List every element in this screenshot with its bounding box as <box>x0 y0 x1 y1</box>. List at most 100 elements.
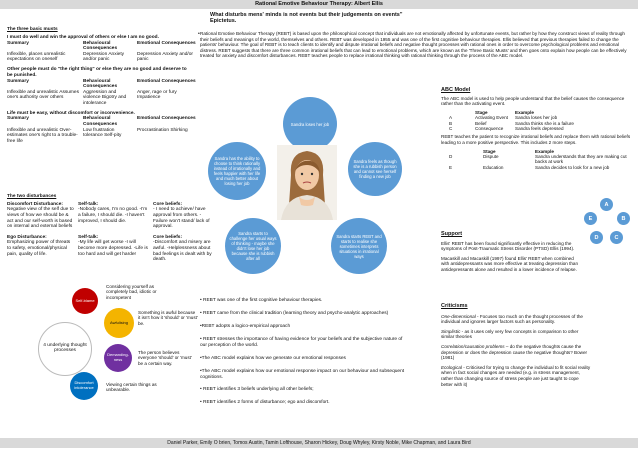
abc-col-stage: Stage <box>475 109 488 115</box>
abc-row-a-letter: A <box>449 115 453 121</box>
must-3-title: Life must be easy, without discomfort or… <box>7 110 135 116</box>
point-3: •REBT adopts a logico-empirical approach <box>200 324 291 329</box>
authors-footer: Daniel Parker, Emily O brien, Tomos Aust… <box>0 438 638 448</box>
de-row-e-example: Sandra decides to look for a new job <box>535 164 610 170</box>
three-musts-heading: The three basic musts <box>7 27 58 32</box>
cycle-node-starts-rebt: Sandra starts REBT and starts to realise… <box>331 218 387 274</box>
two-disturbances-section: The two disturbances Discomfort Disturba… <box>7 194 212 263</box>
point-4: • REBT stresses the importance of having… <box>200 337 403 348</box>
ego-text: Emphasizing power of threats to safety, … <box>7 240 71 257</box>
ego-selftalk: -My life will get worse -I will become m… <box>78 240 148 257</box>
must-2-summary: Inflexible and unrealistic Assumes one's… <box>7 89 79 101</box>
de-row-d-example: Sandra understands that they are making … <box>535 154 627 165</box>
de-table: Stage Example D Dispute Sandra understan… <box>449 149 631 171</box>
abc-heading: ABC Model <box>441 87 471 93</box>
must-2-behavioural: Aggression and violence Bigotry and into… <box>83 89 127 106</box>
crit-2-text: - as it uses only very few concepts in c… <box>441 328 579 340</box>
circle-d: D <box>590 231 603 244</box>
must-2-col-emotional: Emotional Consequences <box>137 78 196 84</box>
must-1-behavioural: Depression Anxiety and/or panic <box>83 51 125 63</box>
point-1: • REBT was one of the first cognitive be… <box>200 298 323 303</box>
discomfort-selftalk-heading: Self-talk: <box>78 201 99 207</box>
support-section: Support Ellis' REBT has been found signi… <box>441 231 581 273</box>
crit-1-title: One-dimensional <box>441 313 476 319</box>
abc-model-section: ABC Model The ABC model is used to help … <box>441 87 631 171</box>
circle-e: E <box>584 212 597 225</box>
point-6: •The ABC model explains how our emotiona… <box>200 369 405 380</box>
must-2-title: Other people must do "the right thing" o… <box>7 66 187 78</box>
cycle-node-challenge-thinking-label: Sandra starts to challenge her usual way… <box>229 231 277 261</box>
de-row-d-letter: D <box>449 154 453 159</box>
process-awfulising-label: Awfulising <box>110 319 128 325</box>
circle-c: C <box>610 231 623 244</box>
page-title: Rational Emotive Behaviour Therapy: Albe… <box>0 0 638 9</box>
must-1-title: I must do well and win the approval of o… <box>7 34 159 40</box>
ego-disturbance-row: Ego Disturbance:Emphasizing power of thr… <box>7 234 212 263</box>
three-musts-section: The three basic musts I must do well and… <box>7 27 196 144</box>
de-intro: REBT teaches the patient to recognize ir… <box>441 134 631 145</box>
cycle-node-choose-rational: Sandra has the ability to choose to thin… <box>208 142 266 200</box>
support-p1: Ellis' REBT has been found significantly… <box>441 240 575 252</box>
must-3-behavioural: Low frustration tolerance Self-pity <box>83 127 122 139</box>
cycle-node-feels-rubbish: Sandra feels as though she is a rubbish … <box>348 142 402 196</box>
abc-row-a-example: Sandra loses her job <box>515 115 558 121</box>
must-2-col-behavioural: Behavioural Consequences <box>83 78 118 90</box>
abc-row-c-stage: Consequence <box>475 126 504 131</box>
circle-b: B <box>617 212 630 225</box>
process-awfulising: Awfulising <box>104 308 134 338</box>
de-row-d-stage: Dispute <box>483 154 499 159</box>
crit-4-title: Ecological <box>441 364 462 370</box>
criticisms-heading: Criticisms <box>441 303 468 309</box>
cycle-node-lose-job: Sandra loses her job <box>283 97 337 151</box>
support-heading: Support <box>441 231 463 237</box>
crit-3-title: Correlation/causation problems <box>441 343 505 349</box>
must-3-emotional: Procrastination Shirking <box>137 127 188 133</box>
de-col-example: Example <box>535 148 554 154</box>
must-1-col-behavioural: Behavioural Consequences <box>83 40 118 52</box>
cycle-node-feels-rubbish-label: Sandra feels as though she is a rubbish … <box>353 159 397 179</box>
discomfort-core-heading: Core beliefs: <box>153 201 183 207</box>
abc-col-example: Example <box>515 109 534 115</box>
woman-photo <box>277 145 337 220</box>
support-p2: Macaskill and Macaskill (1997) found Ell… <box>441 255 579 272</box>
must-2-col-summary: Summary <box>7 78 29 84</box>
point-8: • REBT identifies 2 forms of disturbance… <box>200 400 330 405</box>
abc-row-b-stage: Belief <box>475 120 487 126</box>
de-row-e-letter: E <box>449 164 453 170</box>
processes-center-label: 4 underlying thought processes <box>43 343 87 353</box>
must-2-table: Summary Behavioural Consequences Emotion… <box>7 78 196 107</box>
crit-2-title: Simplistic <box>441 328 461 334</box>
discomfort-title: Discomfort Disturbance: <box>7 201 63 207</box>
cycle-node-challenge-thinking: Sandra starts to challenge her usual way… <box>225 218 281 274</box>
must-1-col-summary: Summary <box>7 40 29 46</box>
must-3-table: Summary Behavioural Consequences Emotion… <box>7 116 196 144</box>
abc-row-a-stage: Activating Event <box>475 115 508 121</box>
must-3-col-behavioural: Behavioural Consequences <box>83 116 118 127</box>
process-desc-awfulising: Something is awful because it isn't how … <box>138 310 198 326</box>
discomfort-selftalk: -Nobody cares, I'm no good. -I'm a failu… <box>78 207 148 224</box>
process-self-blame-label: Self-blame <box>75 297 95 303</box>
process-desc-discomfort: Viewing certain things as unbearable. <box>106 382 157 393</box>
woman-illustration-icon <box>281 151 333 220</box>
abc-row-c-letter: C <box>449 126 453 131</box>
cycle-node-lose-job-label: Sandra loses her job <box>290 121 330 127</box>
intro-paragraph: Rational Emotive Behaviour Therapy (REBT… <box>200 31 627 59</box>
circle-a: A <box>600 198 613 211</box>
process-self-blame: Self-blame <box>72 288 98 314</box>
must-1-col-emotional: Emotional Consequences <box>137 40 196 46</box>
discomfort-core: - I need to achieve/ have approval from … <box>153 207 210 230</box>
must-3-col-summary: Summary <box>7 116 29 122</box>
must-3-summary: Inflexible and unrealistic Over-estimate… <box>7 127 78 144</box>
abc-table: Stage Example A Activating Event Sandra … <box>449 110 631 132</box>
cycle-node-choose-rational-label: Sandra has the ability to choose to thin… <box>213 156 261 186</box>
ego-core: -Discomfort and misery are awful. -Helpl… <box>153 240 212 263</box>
epictetus-quote: What disturbs mens' minds is not events … <box>210 12 403 24</box>
intro-bullet: • <box>198 31 200 37</box>
must-1-summary: Inflexible, places unrealistic expectati… <box>7 51 66 63</box>
process-discomfort-intolerance-label: Discomfort intolerance <box>74 380 94 390</box>
ego-title: Ego Disturbance: <box>7 234 47 240</box>
process-demandingness: Demanding-ness <box>104 344 132 372</box>
abc-intro: The ABC model is used to help people und… <box>441 95 625 107</box>
de-col-stage: Stage <box>483 148 496 154</box>
de-row-e-stage: Education <box>483 164 504 170</box>
